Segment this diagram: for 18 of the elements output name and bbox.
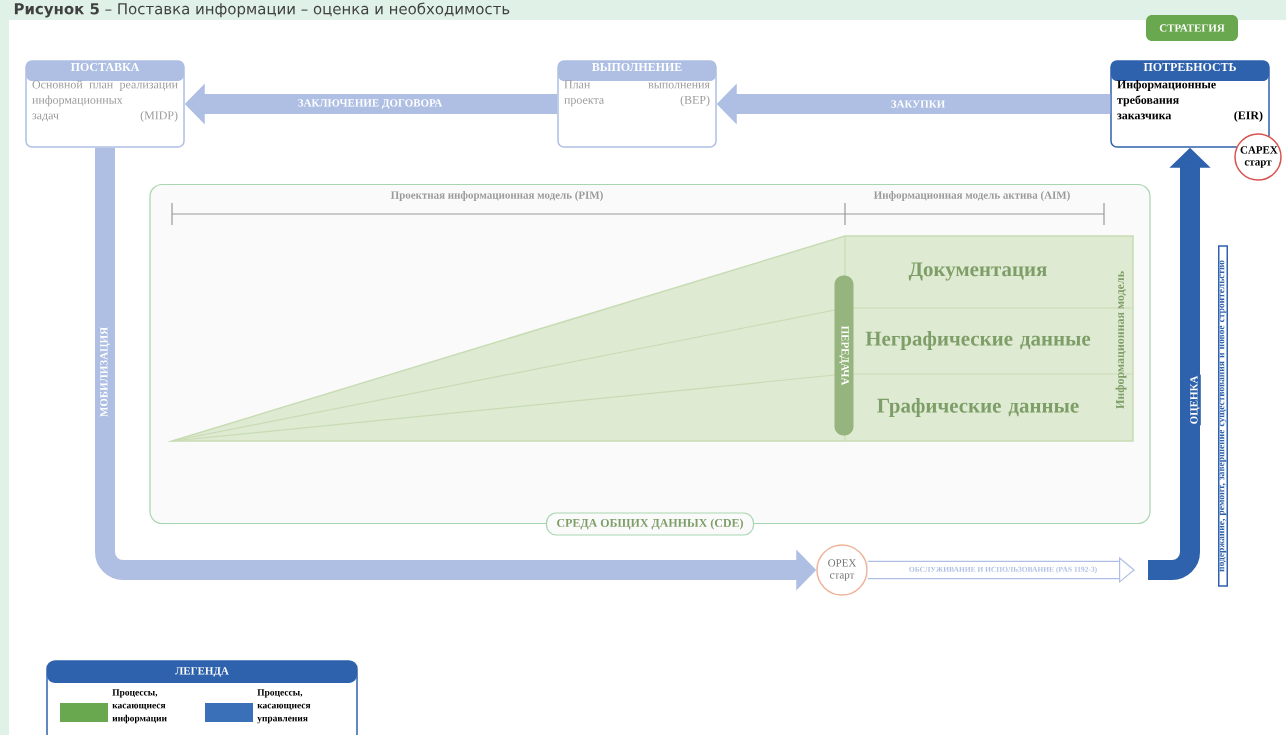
data-section: Неграфические данные <box>865 331 1091 350</box>
edge-label: МОБИЛИЗАЦИЯ <box>99 326 111 418</box>
stage-box: СТРАТЕГИЯ <box>1146 15 1238 41</box>
scale-label: Информационная модель актива (AIM) <box>872 190 1072 202</box>
edge-label: ЗАКЛЮЧЕНИЕ ДОГОВОРА <box>296 98 444 110</box>
edge-label: ОЦЕНКА <box>1189 374 1201 426</box>
stage-box: ВЫПОЛНЕНИЕ План выполнения проекта (BEP) <box>557 60 717 148</box>
edge-label: ЗАКУПКИ <box>889 99 947 109</box>
title: Рисунок 5 – Поставка информации – оценка и необходимость <box>14 2 510 18</box>
data-section: Графические данные <box>877 398 1079 417</box>
scale-label: Проектная информационная модель (PIM) <box>389 190 605 202</box>
legend-text: Процессы, касающиеся управления <box>257 689 311 724</box>
note-box: подержание, ремонт, завершение существования и новое строительство <box>1218 245 1228 587</box>
side-label: Информационная модель <box>1115 271 1127 409</box>
data-section: Документация <box>908 262 1047 281</box>
stage-box: ПОСТАВКА Основной план реализации информационных задач (MIDP) <box>25 60 185 148</box>
legend-text: Процессы, касающиеся информации <box>112 689 167 724</box>
node-label: CAPEX старт <box>1240 146 1278 168</box>
